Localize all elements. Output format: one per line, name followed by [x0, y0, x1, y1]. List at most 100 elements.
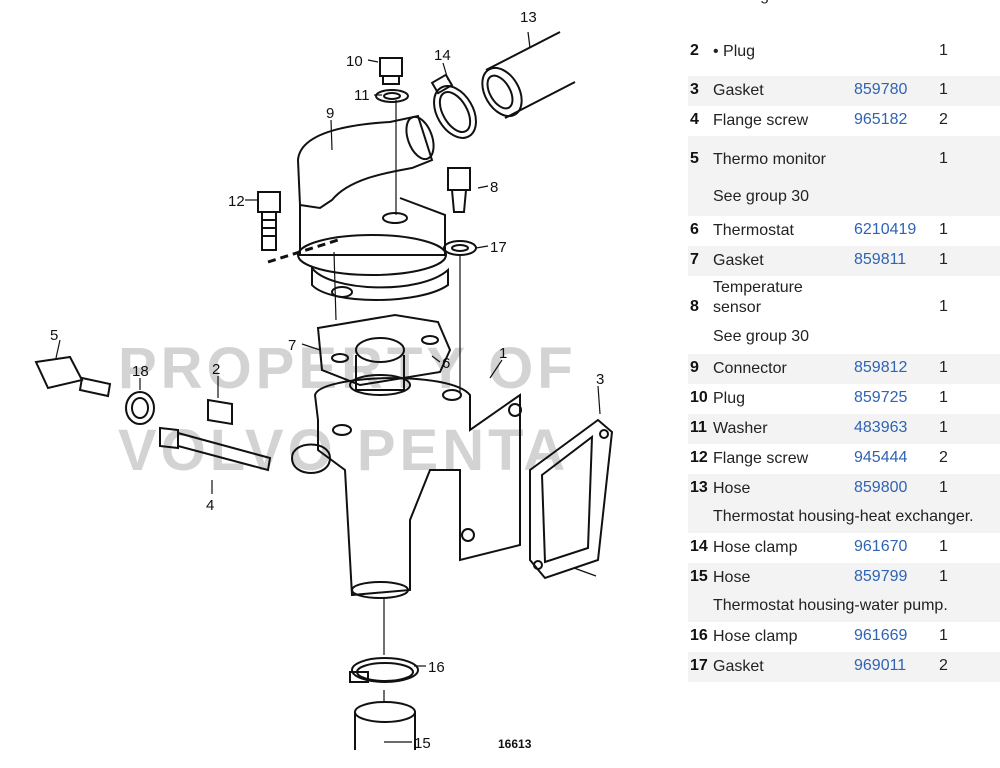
part-12-flange-screw [257, 191, 281, 251]
part-number-7: 7 [690, 251, 699, 268]
part-no-link-16[interactable]: 961669 [854, 627, 908, 644]
part-17-gasket [443, 240, 477, 256]
part-number-8: 8 [690, 298, 699, 315]
part-10-plug [379, 57, 403, 85]
part-number-16: 16 [690, 627, 708, 644]
callout-18: 18 [132, 363, 149, 380]
part-number-10: 10 [690, 389, 708, 406]
part-qty-13: 1 [939, 479, 948, 496]
part-16-hose-clamp [349, 657, 419, 683]
part-name-12: Flange screw [713, 450, 809, 467]
parts-row-2: 2 • Plug 1 [688, 28, 1000, 76]
callout-14: 14 [434, 47, 451, 64]
callout-11: 11 [354, 87, 370, 104]
part-no-link-3[interactable]: 859780 [854, 81, 908, 98]
part-13-hose [481, 31, 576, 119]
part-6-thermostat [349, 337, 411, 396]
parts-row-15: 15 Hose 859799 1 Thermostat housing-wate… [688, 563, 1000, 622]
diagram-reference-number: 16613 [498, 737, 532, 751]
part-no-link-12[interactable]: 945444 [854, 449, 908, 466]
part-qty-12: 2 [939, 449, 948, 466]
parts-row-13: 13 Hose 859800 1 Thermostat housing-heat… [688, 474, 1000, 533]
part-name-15: Hose [713, 569, 751, 586]
part-name-14: Hose clamp [713, 539, 798, 556]
part-no-link-10[interactable]: 859725 [854, 389, 908, 406]
part-no-link-14[interactable]: 961670 [854, 538, 908, 555]
part-no-link-9[interactable]: 859812 [854, 359, 908, 376]
callout-16: 16 [428, 659, 445, 676]
part-number-2: 2 [690, 42, 699, 59]
callout-1: 1 [499, 345, 507, 362]
part-no-link-7[interactable]: 859811 [854, 251, 907, 268]
part-name-4: Flange screw [713, 112, 809, 129]
part-name-3: Gasket [713, 82, 764, 99]
part-number-15: 15 [690, 568, 708, 585]
callout-9: 9 [326, 105, 334, 122]
part-qty-15: 1 [939, 568, 948, 585]
parts-row-11: 11 Washer 483963 1 [688, 414, 1000, 444]
connector-flange [311, 265, 449, 301]
part-11-washer [375, 89, 409, 103]
part-number-4: 4 [690, 111, 699, 128]
part-9-connector [296, 114, 447, 276]
part-name-5: Thermo monitor [713, 151, 826, 168]
exploded-parts-diagram: PROPERTY OF VOLVO PENTA [34, 9, 614, 752]
callout-8: 8 [490, 179, 498, 196]
part-number-12: 12 [690, 449, 708, 466]
parts-row-17: 17 Gasket 969011 2 [688, 652, 1000, 682]
part-no-link-13[interactable]: 859800 [854, 479, 908, 496]
parts-row-1: 1 housing 861879 1 [688, 0, 1000, 28]
part-2-plug [207, 398, 233, 426]
callout-10: 10 [346, 53, 363, 70]
parts-row-3: 3 Gasket 859780 1 [688, 76, 1000, 106]
callout-2: 2 [212, 361, 220, 378]
part-1-thermostat-housing [290, 377, 522, 599]
part-qty-17: 2 [939, 657, 948, 674]
part-name-17: Gasket [713, 658, 764, 675]
part-qty-7: 1 [939, 251, 948, 268]
parts-row-8: 8 Temperature sensor 1 See group 30 [688, 276, 1000, 354]
part-qty-5: 1 [939, 150, 948, 167]
part-no-link-1[interactable]: 861879 [854, 0, 907, 4]
part-name-2: • Plug [713, 43, 756, 60]
callout-6: 6 [442, 355, 450, 372]
part-5-thermo-monitor [34, 355, 112, 398]
part-no-link-15[interactable]: 859799 [854, 568, 908, 585]
part-no-link-11[interactable]: 483963 [854, 419, 908, 436]
part-qty-6: 1 [939, 221, 948, 238]
part-no-link-4[interactable]: 965182 [854, 111, 908, 128]
part-number-9: 9 [690, 359, 699, 376]
part-qty-10: 1 [939, 389, 948, 406]
part-14-hose-clamp [430, 73, 477, 139]
part-qty-4: 2 [939, 111, 948, 128]
part-note-5: See group 30 [713, 188, 810, 205]
callout-4: 4 [206, 497, 214, 514]
part-qty-16: 1 [939, 627, 948, 644]
parts-row-6: 6 Thermostat 6210419 1 [688, 216, 1000, 246]
part-name-8: Temperature sensor [713, 279, 803, 316]
part-no-link-6[interactable]: 6210419 [854, 221, 917, 238]
part-15-hose [354, 701, 416, 750]
callout-12: 12 [228, 193, 245, 210]
part-name-13: Hose [713, 480, 751, 497]
part-qty-2: 1 [939, 42, 948, 59]
part-qty-11: 1 [939, 419, 948, 436]
parts-list-table: 1 housing 861879 1 2 • Plug 1 3 Gasket 8… [688, 0, 1000, 682]
part-number-1: 1 [690, 0, 699, 4]
part-name-10: Plug [713, 390, 746, 407]
callout-5: 5 [50, 327, 58, 344]
part-qty-3: 1 [939, 81, 948, 98]
callout-15: 15 [414, 735, 431, 752]
part-no-link-17[interactable]: 969011 [854, 657, 907, 674]
part-name-7: Gasket [713, 252, 764, 269]
part-7-gasket [316, 313, 452, 387]
part-4-flange-screw [159, 426, 272, 472]
parts-row-7: 7 Gasket 859811 1 [688, 246, 1000, 276]
part-qty-8: 1 [939, 298, 948, 315]
parts-row-14: 14 Hose clamp 961670 1 [688, 533, 1000, 563]
part-number-3: 3 [690, 81, 699, 98]
callout-7: 7 [288, 337, 296, 354]
part-qty-1: 1 [939, 0, 948, 4]
leader-lines [55, 31, 601, 743]
callout-3: 3 [596, 371, 604, 388]
